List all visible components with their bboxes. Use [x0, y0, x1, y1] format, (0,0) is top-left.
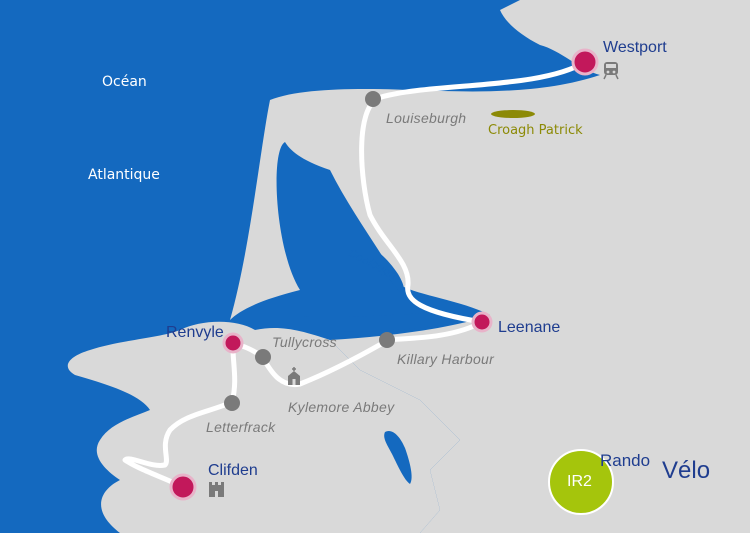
stop-marker-louiseburgh	[365, 91, 381, 107]
stop-label-tullycross: Tullycross	[272, 334, 337, 350]
croagh-patrick-shape	[491, 110, 535, 118]
stop-marker-clifden	[169, 473, 197, 501]
brand-rando: Rando	[600, 451, 651, 470]
ocean-label-line2: Atlantique	[88, 167, 160, 183]
brand-velo: Vélo	[662, 457, 711, 484]
train-icon	[603, 62, 619, 80]
stop-label-louiseburgh: Louiseburgh	[386, 110, 467, 126]
stop-marker-leenane	[471, 311, 493, 333]
church-icon	[288, 367, 300, 385]
castle-icon	[209, 482, 224, 497]
stop-marker-killary-harbour	[379, 332, 395, 348]
stop-label-letterfrack: Letterfrack	[206, 419, 276, 435]
stop-marker-tullycross	[255, 349, 271, 365]
stop-label-westport: Westport	[603, 39, 667, 56]
landmark-label-croagh-patrick: Croagh Patrick	[488, 123, 583, 138]
stop-label-clifden: Clifden	[208, 462, 258, 479]
route-code: IR2	[567, 473, 592, 490]
stop-marker-letterfrack	[224, 395, 240, 411]
stop-label-leenane: Leenane	[498, 319, 561, 336]
ocean-label-line1: Océan	[102, 74, 147, 90]
lake-south	[384, 430, 412, 484]
stop-marker-renvyle	[222, 332, 244, 354]
lake-doolough	[371, 248, 405, 294]
stop-marker-westport	[571, 48, 599, 76]
stop-label-renvyle: Renvyle	[166, 324, 224, 341]
cycle-route	[122, 59, 588, 490]
stop-label-killary-harbour: Killary Harbour	[397, 351, 495, 367]
landmark-label-kylemore-abbey: Kylemore Abbey	[288, 399, 395, 415]
route-badge-circle	[548, 449, 614, 515]
